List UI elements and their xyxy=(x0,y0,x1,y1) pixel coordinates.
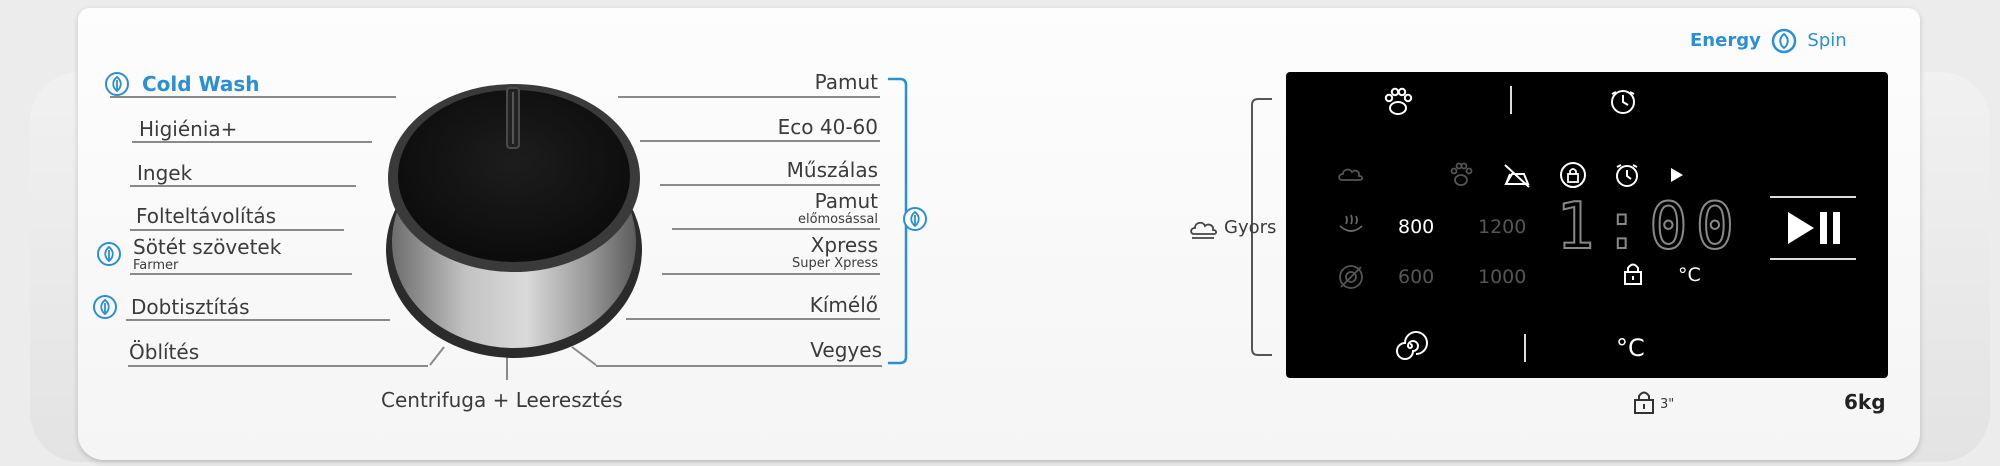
start-pause-button[interactable] xyxy=(1770,196,1856,260)
program-underline xyxy=(672,228,880,230)
dial-knob xyxy=(386,84,642,358)
program-label-main: Pamut xyxy=(814,189,878,213)
program-pointer-line xyxy=(571,346,597,366)
brand-spin: Spin xyxy=(1807,30,1847,51)
lcd-display: 800 1200 600 1000 1:00 °C °C xyxy=(1286,72,1888,378)
program-label: Cold Wash xyxy=(142,72,260,96)
play-indicator-icon xyxy=(1671,168,1683,182)
program-label: Műszálas xyxy=(786,158,878,182)
quick-wash-indicator-icon xyxy=(1338,168,1364,181)
program-underline xyxy=(662,273,880,275)
brand-energy: Energy xyxy=(1690,30,1761,51)
program-label: Vegyes xyxy=(810,338,882,362)
spin-speed-button-icon[interactable] xyxy=(1392,330,1428,362)
eco-leaf-icon xyxy=(105,72,129,96)
program-underline xyxy=(640,140,880,142)
program-underline xyxy=(660,184,880,186)
program-underline xyxy=(128,365,428,367)
capacity-label: 6kg xyxy=(1844,390,1886,414)
program-label-main: Sötét szövetek xyxy=(133,235,282,259)
program-pointer-line xyxy=(506,356,508,380)
display-divider xyxy=(1510,86,1512,114)
program-label: Centrifuga + Leeresztés xyxy=(381,388,623,412)
pet-hair-indicator-icon xyxy=(1450,162,1473,186)
program-sublabel: Super Xpress xyxy=(792,256,878,271)
spin-800-indicator: 800 xyxy=(1398,216,1435,238)
start-pause-bottom-line xyxy=(1770,258,1856,260)
eco-leaf-icon xyxy=(903,207,927,231)
child-lock-icon xyxy=(1624,263,1642,285)
program-underline xyxy=(130,273,352,275)
pet-hair-button-icon[interactable] xyxy=(1380,86,1416,118)
celsius-indicator: °C xyxy=(1678,264,1701,286)
display-divider xyxy=(1524,334,1526,362)
gyors-label: Gyors xyxy=(1224,217,1277,238)
spin-1000-indicator: 1000 xyxy=(1478,266,1527,288)
program-label-main: Xpress xyxy=(810,233,878,257)
program-sublabel: Farmer xyxy=(133,258,179,273)
quick-wash-icon xyxy=(1190,221,1218,239)
delay-timer-button-icon[interactable] xyxy=(1604,86,1642,118)
no-spin-icon xyxy=(1339,265,1363,289)
program-label: Öblítés xyxy=(129,340,200,364)
no-iron-indicator-icon xyxy=(1504,164,1530,188)
eco-leaf-icon xyxy=(97,242,121,266)
program-label: Ingek xyxy=(137,161,193,185)
program-underline xyxy=(130,185,356,187)
lock-icon xyxy=(1634,391,1654,414)
gyors-bracket xyxy=(1251,98,1272,356)
program-label: Folteltávolítás xyxy=(136,204,277,228)
program-label: Sötét szövetek Farmer xyxy=(133,237,281,272)
program-underline xyxy=(126,319,390,321)
program-label: Pamut előmosással xyxy=(798,191,878,226)
program-underline xyxy=(596,365,882,367)
temperature-button[interactable]: °C xyxy=(1616,334,1645,362)
program-underline xyxy=(618,96,880,98)
door-lock-indicator-icon xyxy=(1560,162,1586,188)
program-pointer-line xyxy=(429,346,445,366)
program-label: Pamut xyxy=(814,70,878,94)
program-underline xyxy=(626,318,880,320)
start-pause-top-line xyxy=(1770,196,1856,198)
prewash-icon xyxy=(1339,214,1363,232)
program-label: Higiénia+ xyxy=(139,117,238,141)
spin-1200-indicator: 1200 xyxy=(1478,216,1527,238)
program-selector-dial[interactable] xyxy=(372,82,656,366)
program-underline xyxy=(130,229,344,231)
time-readout: 1:00 xyxy=(1555,189,1743,265)
energy-spin-logo-icon xyxy=(1771,28,1797,54)
energy-spin-logo: Energy Spin xyxy=(1690,28,1847,54)
program-underline xyxy=(110,96,396,98)
lock-hold-time: 3" xyxy=(1660,397,1675,412)
delay-timer-indicator-icon xyxy=(1616,164,1638,187)
play-pause-icon xyxy=(1788,212,1840,244)
program-label: Eco 40-60 xyxy=(777,115,878,139)
program-underline xyxy=(132,141,372,143)
eco-leaf-icon xyxy=(93,295,117,319)
program-label: Xpress Super Xpress xyxy=(792,235,878,270)
program-sublabel: előmosással xyxy=(797,212,878,227)
program-label: Kímélő xyxy=(809,293,878,317)
program-label: Dobtisztítás xyxy=(131,295,250,319)
time-readout-text: 1:00 xyxy=(1555,189,1743,265)
spin-600-indicator: 600 xyxy=(1398,266,1435,288)
